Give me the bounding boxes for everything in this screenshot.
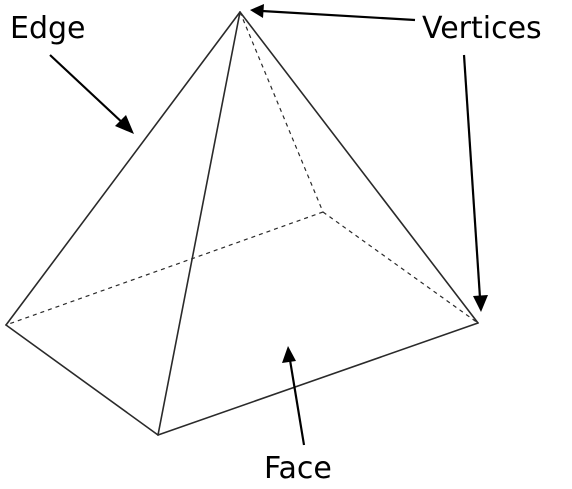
edge-base-left-front [5,324,159,436]
edge-arrow [49,54,134,134]
vertices-apex-arrow [250,4,416,22]
vertices-label: Vertices [422,11,542,46]
edge-base-front-right [157,322,479,436]
edge-label: Edge [10,11,86,46]
face-arrow [282,346,306,446]
hidden-edge-back-left [5,211,324,326]
vertices-base-arrow [462,54,488,312]
hidden-edge-back-right [322,211,479,324]
hidden-edge-apex-back [239,11,324,213]
face-label: Face [264,451,332,486]
edge-apex-right [239,11,479,324]
edge-apex-front [157,11,241,436]
edge-apex-left [5,11,241,326]
